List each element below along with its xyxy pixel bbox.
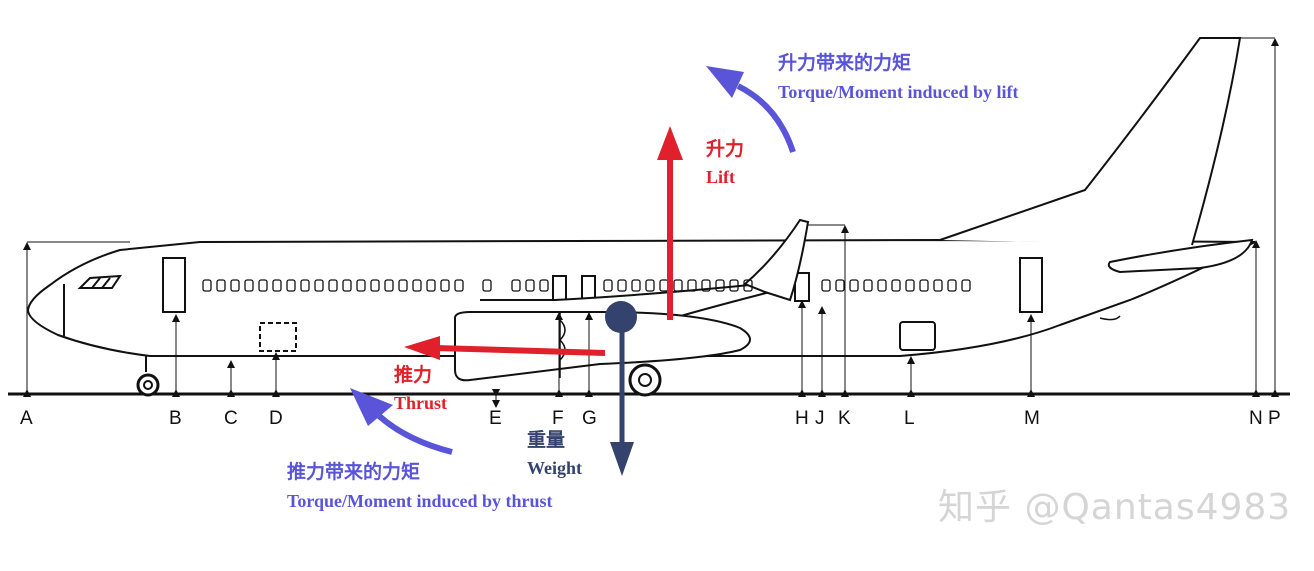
station-label: C — [224, 408, 238, 429]
station-label: D — [269, 408, 283, 429]
cabin-window — [328, 279, 338, 292]
cabin-window — [687, 279, 697, 292]
cabin-window — [202, 279, 212, 292]
cabin-window — [412, 279, 422, 292]
station-label: H — [795, 408, 809, 429]
cabin-window — [961, 279, 971, 292]
cabin-window — [539, 279, 549, 292]
station-label: A — [20, 408, 33, 429]
cabin-window — [715, 279, 725, 292]
cabin-window — [631, 279, 641, 292]
station-label: J — [815, 408, 825, 429]
lift-label-cn: 升力 — [706, 138, 745, 160]
station-label: E — [489, 408, 502, 429]
door-aft — [1019, 257, 1043, 313]
cabin-window — [947, 279, 957, 292]
cabin-window — [863, 279, 873, 292]
cabin-window — [821, 279, 831, 292]
main-gear-wheel — [628, 363, 662, 397]
horizontal-stabilizer — [1107, 238, 1254, 274]
cabin-window — [645, 279, 655, 292]
winglet — [743, 218, 810, 302]
cabin-window — [440, 279, 450, 292]
cabin-window — [701, 279, 711, 292]
cabin-window — [272, 279, 282, 292]
cabin-window — [891, 279, 901, 292]
cabin-window — [454, 279, 464, 292]
cabin-window — [398, 279, 408, 292]
lift-force-arrow — [657, 126, 683, 320]
cabin-window — [356, 279, 366, 292]
cabin-window — [849, 279, 859, 292]
station-label: B — [169, 408, 182, 429]
cabin-window — [300, 279, 310, 292]
cabin-window — [286, 279, 296, 292]
cargo-door-forward — [259, 322, 297, 352]
weight-label-en: Weight — [527, 458, 583, 478]
station-label: L — [904, 408, 915, 429]
cabin-window — [482, 279, 492, 292]
cabin-window — [244, 279, 254, 292]
cabin-window — [919, 279, 929, 292]
station-label: N — [1249, 408, 1263, 429]
engine-nacelle — [454, 311, 751, 382]
lift-moment-label-cn: 升力带来的力矩 — [778, 52, 912, 74]
station-label: P — [1268, 408, 1281, 429]
watermark: 知乎 @Qantas4983 — [938, 487, 1292, 528]
station-label: G — [582, 408, 597, 429]
cabin-window — [370, 279, 380, 292]
cabin-window — [603, 279, 613, 292]
thrust-moment-label-cn: 推力带来的力矩 — [287, 461, 421, 483]
door-forward — [162, 257, 186, 313]
thrust-moment-label-en: Torque/Moment induced by thrust — [287, 491, 553, 511]
cabin-window — [673, 279, 683, 292]
weight-label-cn: 重量 — [527, 429, 566, 451]
cargo-door-aft — [899, 321, 936, 351]
nose-gear-wheel — [136, 373, 160, 397]
cabin-window — [743, 279, 753, 292]
thrust-label-cn: 推力 — [394, 364, 433, 386]
station-label: K — [838, 408, 851, 429]
cabin-window — [511, 279, 521, 292]
cabin-window — [342, 279, 352, 292]
aircraft-outline — [26, 37, 1256, 397]
lift-label-en: Lift — [706, 167, 735, 187]
thrust-force-arrow — [404, 336, 606, 360]
cabin-window — [258, 279, 268, 292]
cabin-window — [426, 279, 436, 292]
thrust-moment-arrow — [350, 388, 453, 455]
cabin-window — [384, 279, 394, 292]
cabin-window — [933, 279, 943, 292]
weight-force-arrow — [605, 301, 637, 476]
lift-moment-arrow — [706, 66, 796, 153]
cabin-window — [314, 279, 324, 292]
cabin-windows — [202, 279, 971, 292]
station-label: M — [1024, 408, 1040, 429]
cabin-window — [729, 279, 739, 292]
cabin-window — [216, 279, 226, 292]
cabin-window — [230, 279, 240, 292]
lift-moment-label-en: Torque/Moment induced by lift — [778, 82, 1019, 102]
center-of-gravity — [605, 301, 637, 333]
vertical-tail — [939, 37, 1242, 246]
cockpit-window — [77, 274, 122, 289]
dimension-lines — [23, 37, 1279, 408]
cabin-window — [617, 279, 627, 292]
cabin-window — [905, 279, 915, 292]
thrust-label-en: Thrust — [394, 393, 448, 413]
station-label: F — [552, 408, 564, 429]
cabin-window — [877, 279, 887, 292]
cabin-window — [525, 279, 535, 292]
